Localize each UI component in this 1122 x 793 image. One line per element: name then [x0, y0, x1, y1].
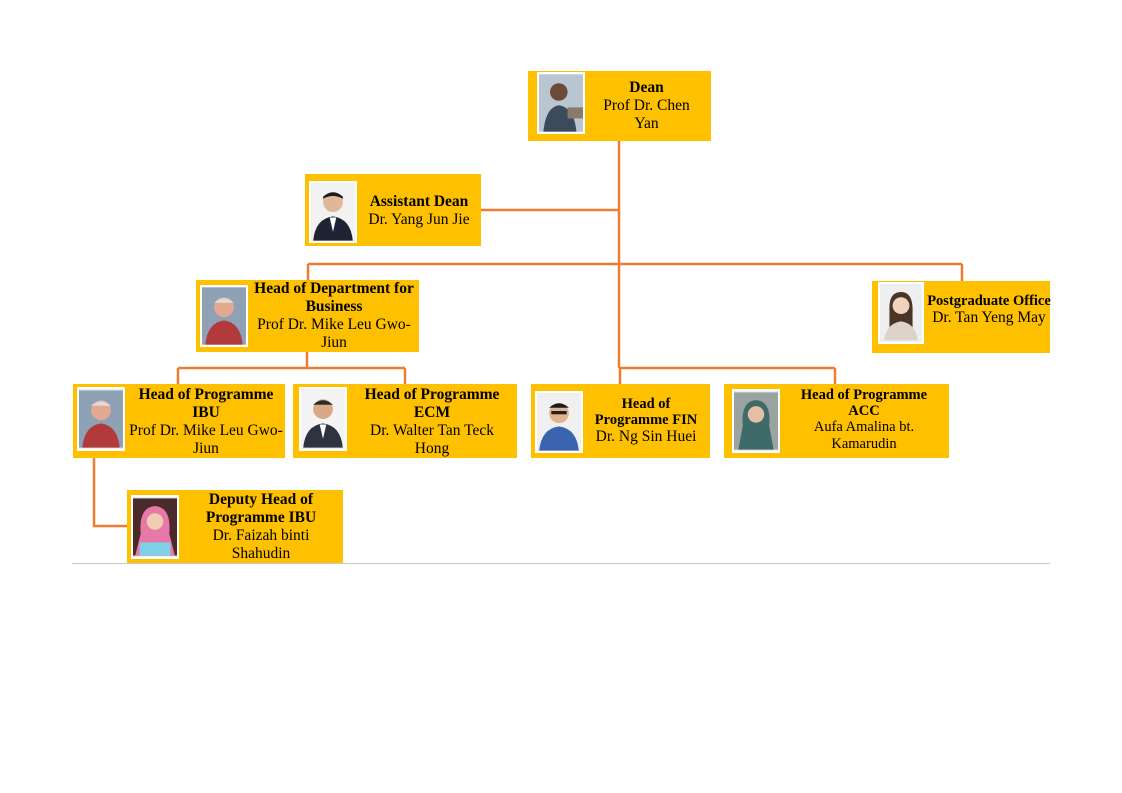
person-photo-icon: [299, 387, 347, 451]
node-hop-ibu-role: Head of Programme IBU: [138, 386, 274, 421]
person-photo-icon: [535, 391, 583, 453]
node-hop-ecm-name: Dr. Walter Tan Teck Hong: [370, 422, 494, 457]
node-assistant-dean-role: Assistant Dean: [369, 193, 469, 210]
node-deputy-ibu-text: Deputy Head of Programme IBU Dr. Faizah …: [183, 491, 339, 563]
node-assistant-dean: Assistant Dean Dr. Yang Jun Jie: [305, 174, 481, 246]
node-hop-acc: Head of Programme ACC Aufa Amalina bt. K…: [724, 384, 949, 458]
node-postgraduate-office: Postgraduate Office Dr. Tan Yeng May: [872, 281, 1051, 353]
node-hop-fin-text: Head of Programme FIN Dr. Ng Sin Huei: [587, 396, 705, 446]
person-photo-icon: [537, 72, 585, 134]
node-hop-acc-role: Head of Programme ACC: [800, 387, 928, 419]
node-postgraduate-office-role: Postgraduate Office: [927, 293, 1051, 309]
person-photo-icon: [77, 387, 125, 451]
person-photo-icon: [309, 181, 357, 243]
node-hop-fin-role: Head of Programme FIN: [594, 396, 698, 428]
node-deputy-ibu-name: Dr. Faizah binti Shahudin: [212, 527, 310, 562]
node-assistant-dean-name: Dr. Yang Jun Jie: [368, 211, 470, 228]
person-photo-icon: [131, 495, 179, 559]
person-photo-icon: [200, 285, 248, 347]
person-photo-icon: [732, 389, 780, 453]
person-photo-icon: [878, 282, 924, 344]
node-hod-business: Head of Department for Business Prof Dr.…: [196, 280, 419, 352]
connector-ibu-to-deputy: [92, 458, 127, 528]
node-hop-ecm-text: Head of Programme ECM Dr. Walter Tan Tec…: [351, 386, 513, 458]
node-dean-role: Dean: [629, 79, 664, 96]
divider-line: [72, 563, 1050, 564]
node-dean-text: Dean Prof Dr. Chen Yan: [590, 79, 703, 133]
node-hop-ibu: Head of Programme IBU Prof Dr. Mike Leu …: [73, 384, 285, 458]
node-postgraduate-office-name: Dr. Tan Yeng May: [932, 309, 1046, 326]
node-deputy-ibu-role: Deputy Head of Programme IBU: [205, 491, 317, 526]
node-hod-business-text: Head of Department for Business Prof Dr.…: [254, 280, 414, 352]
node-postgraduate-office-text: Postgraduate Office Dr. Tan Yeng May: [924, 293, 1054, 327]
node-hop-acc-text: Head of Programme ACC Aufa Amalina bt. K…: [784, 387, 944, 453]
node-hop-ibu-text: Head of Programme IBU Prof Dr. Mike Leu …: [127, 386, 285, 458]
node-hop-fin: Head of Programme FIN Dr. Ng Sin Huei: [531, 384, 710, 458]
node-hod-business-role: Head of Department for Business: [254, 280, 414, 315]
node-hop-ecm-role: Head of Programme ECM: [364, 386, 500, 421]
node-hop-ecm: Head of Programme ECM Dr. Walter Tan Tec…: [293, 384, 517, 458]
node-hop-ibu-name: Prof Dr. Mike Leu Gwo-Jiun: [129, 422, 283, 457]
node-assistant-dean-text: Assistant Dean Dr. Yang Jun Jie: [357, 193, 481, 229]
node-hop-fin-name: Dr. Ng Sin Huei: [595, 428, 697, 445]
node-deputy-ibu: Deputy Head of Programme IBU Dr. Faizah …: [127, 490, 343, 563]
node-dean: Dean Prof Dr. Chen Yan: [528, 71, 711, 141]
node-hod-business-name: Prof Dr. Mike Leu Gwo-Jiun: [257, 316, 411, 351]
node-hop-acc-name: Aufa Amalina bt. Kamarudin: [813, 419, 915, 452]
node-dean-name: Prof Dr. Chen Yan: [603, 97, 690, 132]
